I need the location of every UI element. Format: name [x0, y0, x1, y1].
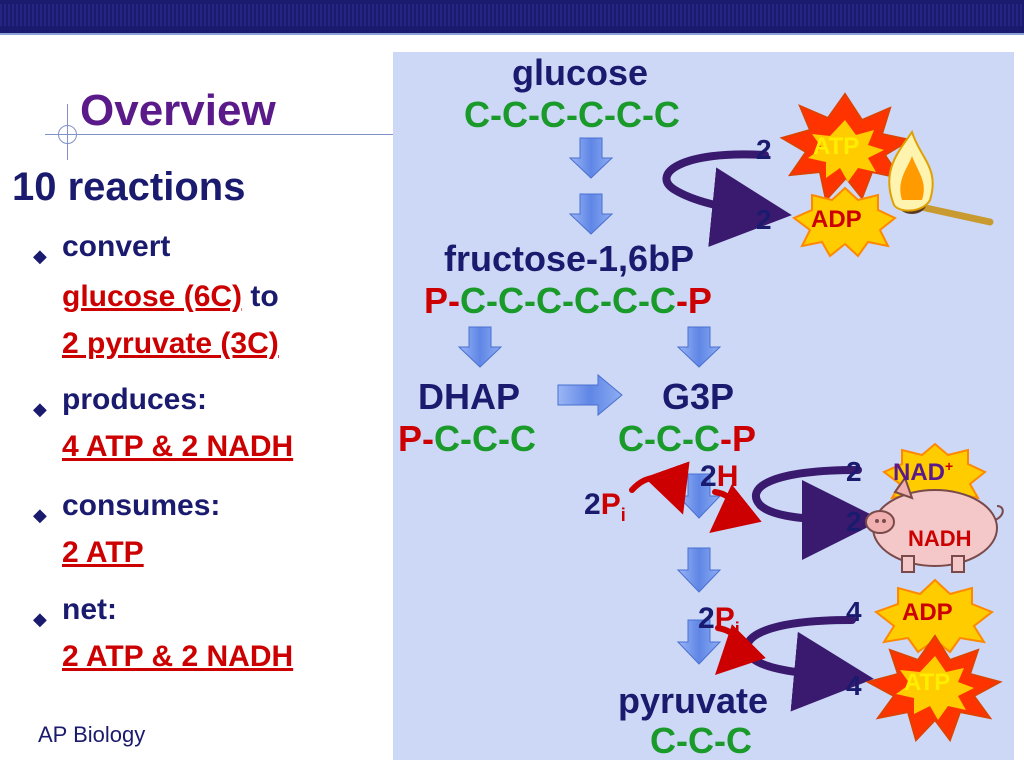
bullet-convert: convert — [62, 230, 171, 263]
two-pi-label-2: 2Pi — [698, 602, 740, 639]
arrow-down-7 — [676, 619, 722, 665]
consumes-value: 2 ATP — [62, 536, 144, 569]
adp-in-count: 4 — [846, 596, 862, 627]
arrow-down-1 — [568, 137, 614, 179]
nadh-count: 2 — [846, 506, 862, 537]
top-rule — [0, 33, 1024, 35]
dhap-label: DHAP — [418, 376, 521, 417]
pyruvate-3c: 2 pyruvate (3C) — [62, 327, 279, 360]
burning-match-icon — [888, 129, 994, 226]
pyruvate-formula: C-C-C — [650, 720, 752, 761]
title-underline — [45, 134, 393, 135]
atp-burst-bottom — [865, 634, 1003, 743]
g3p-label: G3P — [662, 376, 735, 417]
net-value: 2 ATP & 2 NADH — [62, 640, 294, 673]
curve-nad-nadh — [751, 466, 882, 560]
nad-count: 2 — [846, 456, 862, 487]
top-banner — [0, 0, 1024, 33]
produces-value: 4 ATP & 2 NADH — [62, 430, 294, 463]
arrow-down-4 — [676, 326, 722, 368]
slide-subtitle: 10 reactions — [12, 165, 246, 209]
bullet-net: net: — [62, 593, 117, 626]
glucose-label: glucose — [512, 52, 649, 93]
glucose-6c: glucose (6C) — [62, 280, 243, 313]
curve-atp-adp-1 — [662, 150, 792, 248]
bullet-convert-detail: glucose (6C) to — [62, 280, 279, 314]
bullet-consumes: consumes: — [62, 489, 221, 522]
slide-title: Overview — [80, 86, 276, 135]
arrow-right-dhap-g3p — [557, 373, 623, 417]
glucose-formula: C-C-C-C-C-C — [464, 94, 680, 135]
bullet-produces: produces: — [62, 383, 208, 416]
curve-pi-in-1 — [629, 461, 690, 515]
g3p-formula: C-C-C-P — [618, 418, 756, 459]
arrow-down-2 — [568, 193, 614, 235]
to-word: to — [242, 280, 279, 313]
pyruvate-label: pyruvate — [618, 680, 769, 721]
curve-adp-atp-2 — [743, 616, 874, 712]
two-pi-label-1: 2Pi — [584, 488, 626, 525]
adp-out-count: 2 — [756, 204, 772, 235]
curve-h-out — [709, 484, 762, 534]
atp-in-count: 2 — [756, 134, 772, 165]
adp-burst-top — [792, 186, 897, 258]
atp-burst-top — [779, 92, 913, 203]
nad-label: NAD+ — [893, 458, 954, 486]
adp-out-label: ADP — [811, 206, 862, 233]
footer-label: AP Biology — [38, 722, 146, 747]
nadh-label: NADH — [908, 526, 972, 551]
arrow-down-6 — [676, 547, 722, 593]
atp-in-label: ATP — [813, 133, 860, 160]
curve-pi-in-2 — [715, 624, 766, 675]
fructose-formula: P-C-C-C-C-C-C-P — [424, 280, 712, 321]
atp-out-count: 4 — [846, 670, 862, 701]
arrow-down-3 — [457, 326, 503, 368]
atp-out-label: ATP — [904, 669, 951, 696]
dhap-formula: P-C-C-C — [398, 418, 536, 459]
adp-in-label: ADP — [902, 599, 953, 626]
fructose-label: fructose-1,6bP — [444, 238, 695, 279]
piggy-bank-icon — [865, 475, 1004, 573]
two-h-label: 2H — [700, 460, 739, 493]
